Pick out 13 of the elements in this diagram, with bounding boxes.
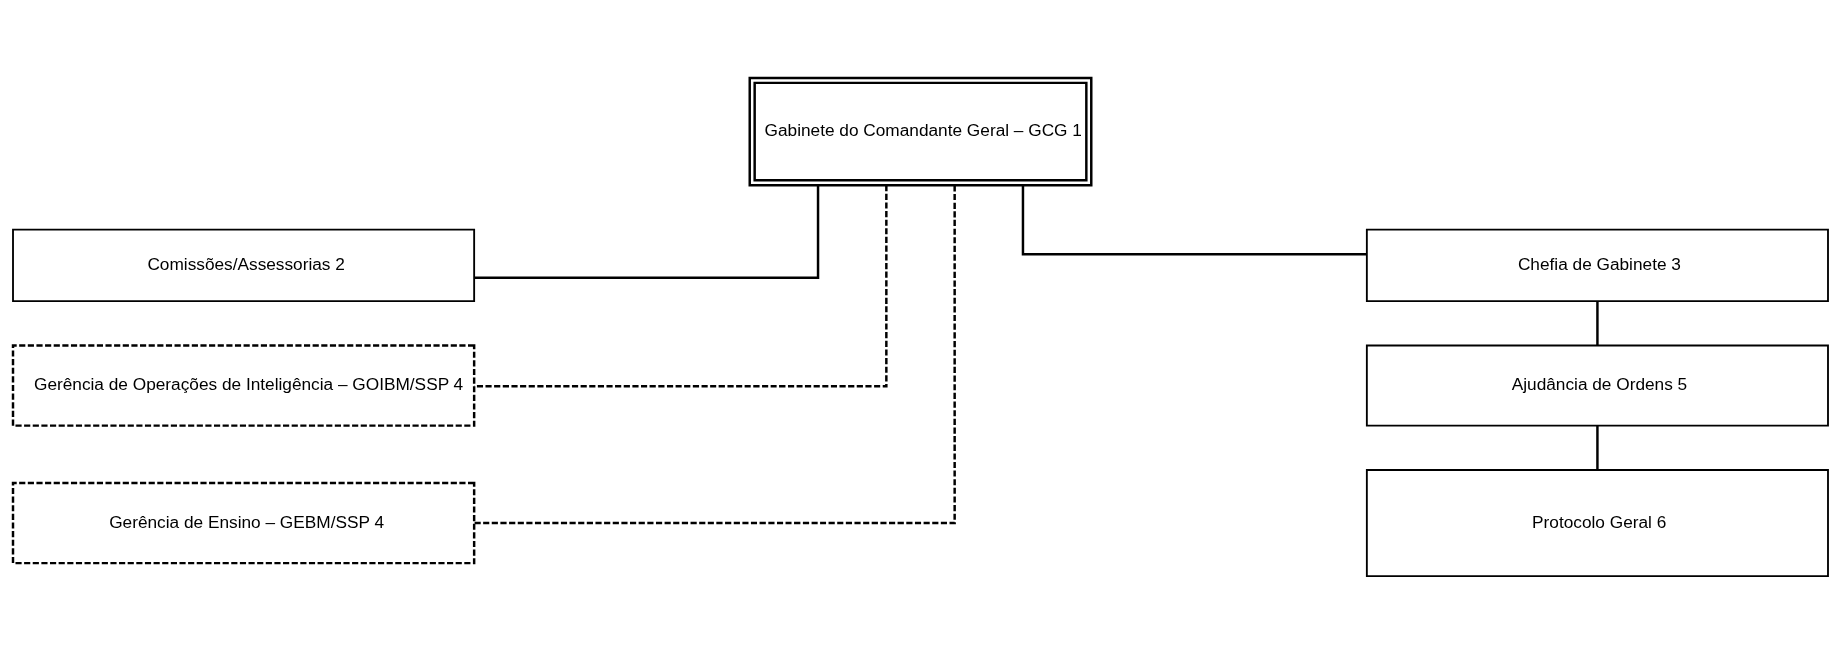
node-box: Comissões/Assessorias 2	[12, 228, 476, 302]
connector	[474, 185, 820, 279]
node-box: Gerência de Ensino – GEBM/SSP 4	[11, 481, 476, 564]
node-box: Gerência de Operações de Inteligência – GOIBM/SSP 4	[11, 343, 476, 427]
node-box: Protocolo Geral 6	[1365, 468, 1829, 577]
connector	[1596, 425, 1599, 470]
node-box: Chefia de Gabinete 3	[1365, 228, 1829, 302]
node-box: Ajudância de Ordens 5	[1365, 344, 1829, 427]
connector	[474, 185, 956, 524]
connector	[474, 184, 888, 387]
connector	[1596, 300, 1599, 345]
node-box: Gabinete do Comandante Geral – GCG 1	[748, 76, 1093, 186]
connector	[1021, 184, 1367, 255]
